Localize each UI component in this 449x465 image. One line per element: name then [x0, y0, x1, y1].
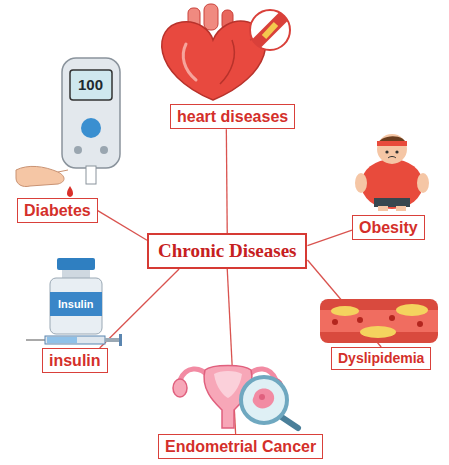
connector-line: [226, 129, 228, 233]
node-text: Diabetes: [24, 201, 91, 220]
artery-illustration: [320, 299, 438, 343]
connector-line: [307, 230, 352, 245]
treatment-box: insulin: [42, 348, 108, 373]
connector-line: [98, 211, 147, 241]
glucometer-illustration: [16, 58, 120, 197]
heart-illustration: [162, 4, 290, 100]
disease-box: Dyslipidemia: [331, 347, 431, 370]
vial-label: Insulin: [58, 298, 93, 310]
node-text: Endometrial Cancer: [165, 437, 316, 456]
node-text: Dyslipidemia: [338, 350, 424, 367]
central-box: Chronic Diseases: [147, 233, 307, 269]
label-text: Insulin: [58, 298, 93, 310]
uterus-illustration: [173, 366, 298, 429]
disease-box: Obesity: [352, 215, 425, 240]
label-text: 100: [78, 77, 103, 94]
node-text: insulin: [49, 351, 101, 370]
node-text: Chronic Diseases: [158, 240, 296, 262]
disease-box: heart diseases: [170, 104, 295, 129]
node-text: heart diseases: [177, 107, 288, 126]
connector-line: [100, 269, 179, 348]
node-text: Obesity: [359, 218, 418, 237]
insulin-vial-illustration: [26, 258, 122, 346]
meter-reading: 100: [78, 77, 103, 94]
obese-person-illustration: [355, 134, 429, 211]
disease-box: Endometrial Cancer: [158, 434, 323, 459]
disease-box: Diabetes: [17, 198, 98, 223]
